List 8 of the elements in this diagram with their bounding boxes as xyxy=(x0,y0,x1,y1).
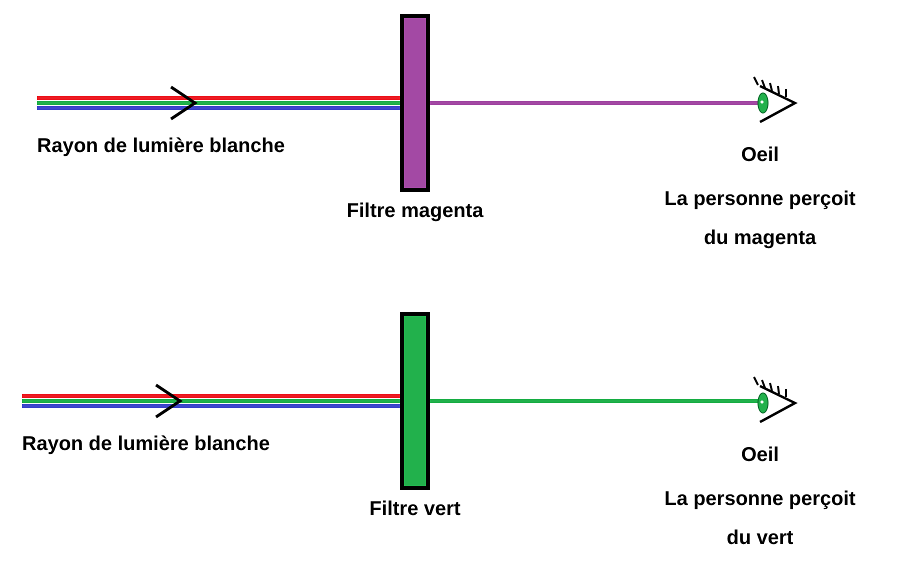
perception-text: La personne perçoit du magenta xyxy=(663,187,857,251)
eye-label: Oeil xyxy=(740,144,780,167)
edge-label: Rayon de lumière blanche xyxy=(22,433,270,456)
eye-label: Oeil xyxy=(740,444,780,467)
perception-text: La personne perçoit du vert xyxy=(663,487,857,551)
edge-label: Rayon de lumière blanche xyxy=(37,135,285,158)
filter-label: Filtre magenta xyxy=(346,200,484,223)
filter-label: Filtre vert xyxy=(368,498,462,521)
